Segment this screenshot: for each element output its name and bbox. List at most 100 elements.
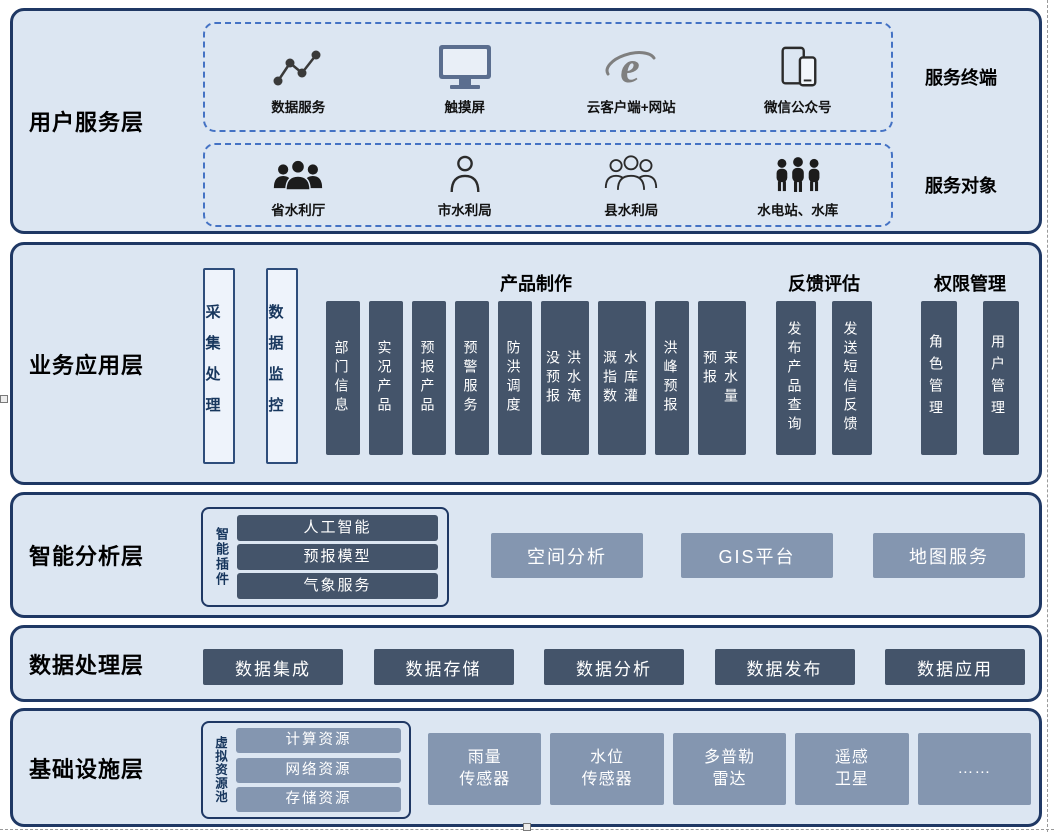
product-bar: 防洪调度 — [498, 301, 532, 455]
permission-bar: 角色管理 — [921, 301, 957, 455]
data-analysis-box: 数据分析 — [544, 649, 684, 685]
terminal-label: 云客户端+网站 — [586, 99, 676, 115]
network-resource-bar: 网络资源 — [236, 757, 401, 783]
product-bar: 来水量 预报 — [698, 301, 746, 455]
feedback-bar-label: 发布产品查询 — [786, 321, 803, 435]
people-group-outline-icon — [603, 152, 659, 194]
target-label: 省水利厅 — [271, 202, 326, 218]
svg-text:e: e — [620, 43, 640, 91]
permission-bar: 用户管理 — [983, 301, 1019, 455]
permission-bars: 角色管理 用户管理 — [906, 301, 1034, 455]
terminal-wechat: 微信公众号 — [743, 39, 853, 116]
product-creation-section: 产品制作 部门信息 实况产品 预报产品 预警服务 防洪调度 洪水淹 没预报 水库… — [321, 269, 751, 455]
ellipsis-box: …… — [917, 733, 1032, 805]
terminal-cloud-web: e 云客户端+网站 — [576, 39, 686, 116]
target-city-bureau: 市水利局 — [410, 152, 520, 219]
product-bar-label: 部门信息 — [333, 340, 350, 416]
product-bars: 部门信息 实况产品 预报产品 预警服务 防洪调度 洪水淹 没预报 水库灌 溉指数… — [321, 301, 751, 455]
service-targets-row: 省水利厅 市水利局 — [203, 143, 1029, 227]
product-bar-label: 预报产品 — [419, 340, 436, 416]
person-outline-icon — [446, 152, 484, 194]
product-bar: 洪峰预报 — [655, 301, 689, 455]
remote-sensing-satellite-box: 遥感 卫星 — [795, 733, 909, 805]
intelligent-plugin-label: 智能插件 — [214, 527, 229, 587]
terminal-label: 触摸屏 — [444, 99, 486, 115]
infrastructure-boxes-row: 雨量 传感器 水位 传感器 多普勒 雷达 遥感 卫星 …… — [428, 733, 1032, 805]
gis-platform-box: GIS平台 — [681, 533, 833, 578]
layer-user-service: 用户服务层 数据服务 — [10, 8, 1042, 234]
plugin-bars: 人工智能 预报模型 气象服务 — [237, 514, 438, 600]
layer-title-analysis: 智能分析层 — [29, 544, 145, 569]
terminal-data-service: 数据服务 — [243, 39, 353, 116]
doppler-radar-box: 多普勒 雷达 — [672, 733, 787, 805]
virtual-resource-pool-label: 虚拟资源池 — [213, 736, 227, 804]
permission-bar-label: 角色管理 — [928, 334, 944, 422]
people-group-filled-icon — [272, 152, 324, 194]
mobile-devices-icon — [775, 39, 821, 91]
terminal-label: 数据服务 — [271, 99, 326, 115]
user-service-content: 数据服务 触摸屏 — [203, 22, 1029, 227]
spatial-analysis-box: 空间分析 — [491, 533, 643, 578]
collection-processing-bar: 采集处理 — [203, 268, 235, 464]
target-provincial-dept: 省水利厅 — [243, 152, 353, 219]
product-bar-label: 水库灌 溉指数 — [602, 349, 639, 407]
plugin-bar-weather-service: 气象服务 — [237, 573, 438, 599]
permission-section-title: 权限管理 — [934, 274, 1006, 294]
layer-title-business: 业务应用层 — [29, 352, 145, 378]
permission-management-section: 权限管理 角色管理 用户管理 — [906, 269, 1034, 455]
product-bar: 预警服务 — [455, 301, 489, 455]
storage-resource-bar: 存储资源 — [236, 787, 401, 812]
service-terminals-row: 数据服务 触摸屏 — [203, 22, 1029, 132]
layer-business-application: 业务应用层 采集处理 数据监控 产品制作 部门信息 实况产品 预报产品 预警服务… — [10, 242, 1042, 485]
product-bar: 实况产品 — [369, 301, 403, 455]
rain-sensor-box: 雨量 传感器 — [428, 733, 542, 805]
target-county-bureau: 县水利局 — [576, 152, 686, 219]
target-label: 市水利局 — [437, 202, 492, 218]
computing-resource-bar: 计算资源 — [236, 728, 401, 753]
feedback-section-title: 反馈评估 — [788, 274, 860, 294]
feedback-bars: 发布产品查询 发送短信反馈 — [765, 301, 883, 455]
people-standing-filled-icon — [773, 152, 823, 194]
pool-bars: 计算资源 网络资源 存储资源 — [236, 728, 401, 812]
data-storage-box: 数据存储 — [373, 649, 514, 685]
plugin-bar-ai: 人工智能 — [237, 515, 438, 541]
product-bar: 水库灌 溉指数 — [598, 301, 646, 455]
layer-infrastructure: 基础设施层 虚拟资源池 计算资源 网络资源 存储资源 雨量 传感器 水位 传感器… — [10, 708, 1042, 827]
layer-title-infrastructure: 基础设施层 — [29, 756, 145, 782]
plugin-bar-forecast-model: 预报模型 — [237, 544, 438, 570]
virtual-resource-pool-group: 虚拟资源池 计算资源 网络资源 存储资源 — [201, 721, 411, 819]
resize-handle-bottom[interactable] — [523, 823, 531, 831]
data-publish-box: 数据发布 — [714, 649, 855, 685]
layer-intelligent-analysis: 智能分析层 智能插件 人工智能 预报模型 气象服务 空间分析 GIS平台 地图服… — [10, 492, 1042, 618]
product-bar-label: 洪峰预报 — [662, 340, 679, 416]
layer-title-user-service: 用户服务层 — [29, 110, 145, 135]
product-bar: 部门信息 — [326, 301, 360, 455]
data-monitoring-label: 数据监控 — [266, 304, 284, 428]
target-label: 县水利局 — [604, 202, 659, 218]
terminal-label: 微信公众号 — [764, 99, 832, 115]
layer-data-processing: 数据处理层 数据集成 数据存储 数据分析 数据发布 数据应用 — [10, 625, 1042, 702]
touchscreen-monitor-icon — [437, 39, 493, 91]
service-targets-label: 服务对象 — [925, 176, 997, 196]
resize-handle-left[interactable] — [0, 395, 8, 403]
feedback-bar-label: 发送短信反馈 — [842, 321, 859, 435]
data-integration-box: 数据集成 — [203, 649, 343, 685]
service-terminals-label: 服务终端 — [925, 68, 997, 88]
service-terminals-group: 数据服务 触摸屏 — [203, 22, 893, 132]
feedback-bar: 发送短信反馈 — [832, 301, 872, 455]
product-bar-label: 实况产品 — [376, 340, 393, 416]
terminal-touchscreen: 触摸屏 — [410, 39, 520, 116]
service-targets-group: 省水利厅 市水利局 — [203, 143, 893, 227]
product-bar: 预报产品 — [412, 301, 446, 455]
feedback-evaluation-section: 反馈评估 发布产品查询 发送短信反馈 — [765, 269, 883, 455]
data-chart-icon — [272, 39, 324, 91]
permission-bar-label: 用户管理 — [990, 334, 1006, 422]
selection-guide-right — [1047, 0, 1048, 832]
map-service-box: 地图服务 — [873, 533, 1025, 578]
collection-processing-label: 采集处理 — [203, 304, 221, 428]
product-bar-label: 来水量 预报 — [702, 349, 739, 407]
product-bar: 洪水淹 没预报 — [541, 301, 589, 455]
product-section-title: 产品制作 — [500, 274, 572, 294]
target-hydropower-reservoir: 水电站、水库 — [743, 152, 853, 219]
